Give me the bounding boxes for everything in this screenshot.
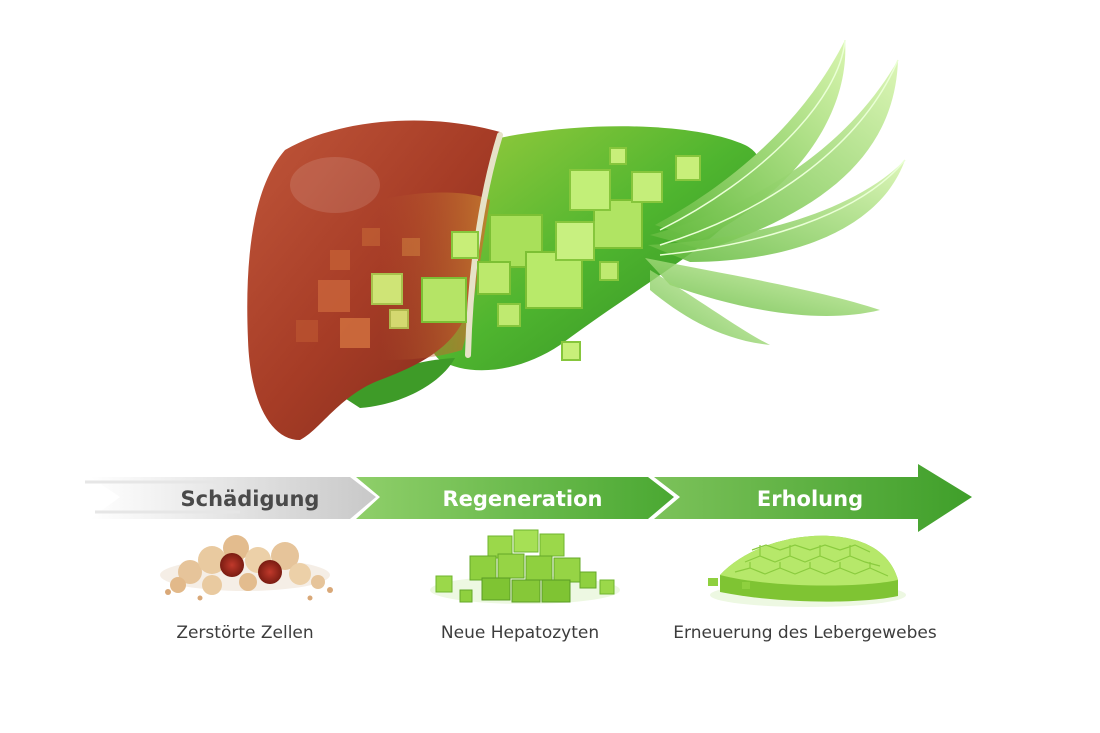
new-cells-icon [430, 529, 620, 604]
arrow-segment-damage [90, 477, 376, 519]
tissue-icon [708, 535, 906, 607]
damaged-cells-icon [160, 535, 333, 601]
caption-damage: Zerstörte Zellen [176, 623, 314, 643]
process-arrow [85, 464, 972, 532]
stage-label-regeneration: Regeneration [442, 487, 603, 511]
caption-recovery: Erneuerung des Lebergewebes [673, 623, 937, 643]
leaf-icon [645, 39, 906, 345]
stage-label-damage: Schädigung [180, 487, 320, 511]
arrow-segment-recovery [654, 464, 972, 532]
liver-illustration [247, 39, 906, 440]
liver-cube-cluster [296, 147, 701, 361]
arrow-segment-regeneration [356, 477, 674, 519]
stage-label-recovery: Erholung [756, 487, 864, 511]
caption-regeneration: Neue Hepatozyten [440, 623, 600, 643]
